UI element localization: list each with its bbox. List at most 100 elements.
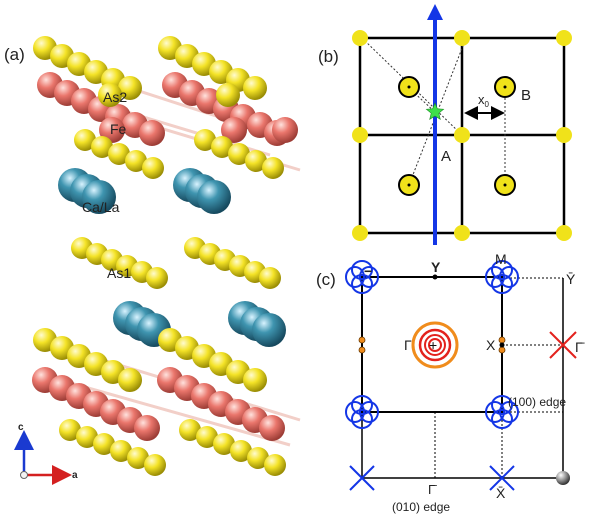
x-point-dot bbox=[499, 342, 505, 348]
blue-clover-icon bbox=[485, 260, 519, 294]
label-x-bar: X̄ bbox=[496, 485, 506, 501]
panel-b-tag: (b) bbox=[318, 47, 339, 66]
green-star-icon bbox=[425, 102, 445, 120]
fe-atom bbox=[134, 415, 160, 441]
as-atom bbox=[146, 267, 168, 289]
circled-atom bbox=[398, 174, 420, 196]
as-atom bbox=[245, 150, 267, 172]
as-atom bbox=[264, 454, 286, 476]
as-atom bbox=[74, 129, 96, 151]
corner-atom bbox=[454, 30, 470, 46]
lattice-corner-atoms bbox=[352, 30, 572, 241]
fe-atom bbox=[259, 415, 285, 441]
label-a: A bbox=[441, 148, 451, 165]
dotted-projections bbox=[361, 277, 563, 478]
projection-lines bbox=[361, 278, 564, 479]
top-feas-layer bbox=[33, 36, 301, 179]
as1-layer bbox=[71, 237, 281, 289]
label-gamma-bar-right: Γ̄ bbox=[575, 339, 585, 355]
fe-atom bbox=[221, 117, 247, 143]
as-atom bbox=[243, 368, 267, 392]
label-as2: As2 bbox=[103, 89, 127, 105]
as-atom bbox=[243, 76, 267, 100]
as-atom bbox=[194, 129, 216, 151]
panel-a: (a) As2 bbox=[4, 36, 301, 485]
ca-la-atom bbox=[197, 180, 231, 214]
ca-la-upper-atoms bbox=[58, 168, 231, 214]
as-atom bbox=[98, 83, 122, 107]
panel-a-tag: (a) bbox=[4, 45, 25, 64]
blue-clover-icon bbox=[345, 260, 379, 294]
corner-atom bbox=[352, 127, 368, 143]
as-atom bbox=[93, 433, 115, 455]
panel-c: (c) bbox=[316, 251, 585, 514]
top-as-back-row bbox=[33, 36, 267, 100]
panel-b: (b) x0 B A bbox=[318, 4, 572, 245]
ca-la-atom bbox=[252, 313, 286, 347]
axis-origin bbox=[20, 471, 28, 479]
blue-pocket-icons bbox=[345, 260, 519, 429]
as-atom bbox=[127, 447, 149, 469]
circled-atom bbox=[494, 174, 516, 196]
label-m: M bbox=[495, 251, 507, 267]
as-atom bbox=[144, 454, 166, 476]
as-atom bbox=[125, 150, 147, 172]
orange-pocket-x bbox=[498, 336, 506, 354]
fe-atom bbox=[99, 117, 125, 143]
panel-c-tag: (c) bbox=[316, 270, 336, 289]
ca-la-atom bbox=[82, 180, 116, 214]
bottom-feas-layer bbox=[32, 328, 301, 476]
corner-atom bbox=[352, 30, 368, 46]
label-x: X bbox=[486, 337, 496, 353]
red-cross-icon bbox=[549, 331, 577, 359]
as-atom bbox=[142, 157, 164, 179]
as-atom bbox=[228, 143, 250, 165]
blue-clover-icon bbox=[345, 395, 379, 429]
bottom-fe-row bbox=[32, 367, 285, 441]
circled-atom bbox=[494, 76, 516, 98]
label-fe: Fe bbox=[110, 121, 127, 137]
as-atom bbox=[179, 419, 201, 441]
as-atom bbox=[118, 76, 142, 100]
plus-sign-icon: + bbox=[429, 337, 437, 353]
crystal-axes: c a bbox=[14, 422, 78, 485]
corner-ball bbox=[556, 471, 570, 485]
as-atom bbox=[230, 440, 252, 462]
blue-clover-icon bbox=[485, 395, 519, 429]
corner-atom bbox=[556, 127, 572, 143]
label-y-bar: Ȳ bbox=[566, 271, 576, 287]
as-atom bbox=[216, 83, 240, 107]
label-minus: − bbox=[364, 263, 372, 279]
as-atom bbox=[59, 419, 81, 441]
bottom-as-back-row bbox=[33, 328, 267, 392]
as-atom bbox=[247, 447, 269, 469]
as-atom bbox=[76, 426, 98, 448]
as-atom bbox=[262, 157, 284, 179]
circled-atoms bbox=[398, 76, 516, 196]
fe-atom bbox=[272, 117, 298, 143]
as-atom bbox=[110, 440, 132, 462]
label-b: B bbox=[521, 87, 531, 104]
a-axis-label: a bbox=[72, 470, 78, 481]
as-atom bbox=[213, 433, 235, 455]
gamma-pocket-rings bbox=[411, 321, 459, 369]
as-atom bbox=[196, 426, 218, 448]
ca-la-lower-atoms bbox=[113, 301, 286, 347]
label-ca-la: Ca/La bbox=[82, 199, 120, 215]
c-axis-label: c bbox=[18, 422, 24, 433]
as-atom bbox=[91, 136, 113, 158]
top-as-front-row bbox=[74, 83, 284, 179]
as-atom bbox=[211, 136, 233, 158]
as-atom bbox=[118, 368, 142, 392]
blue-cross-right-icon bbox=[489, 465, 515, 491]
corner-atom bbox=[454, 225, 470, 241]
corner-atom bbox=[556, 225, 572, 241]
blue-cross-left-icon bbox=[349, 465, 375, 491]
cut-direction-arrowhead bbox=[427, 4, 443, 20]
label-as1: As1 bbox=[107, 265, 131, 281]
circled-atom bbox=[398, 76, 420, 98]
label-100-edge: (100) edge bbox=[508, 395, 566, 409]
as-atom bbox=[108, 143, 130, 165]
corner-atom bbox=[352, 225, 368, 241]
